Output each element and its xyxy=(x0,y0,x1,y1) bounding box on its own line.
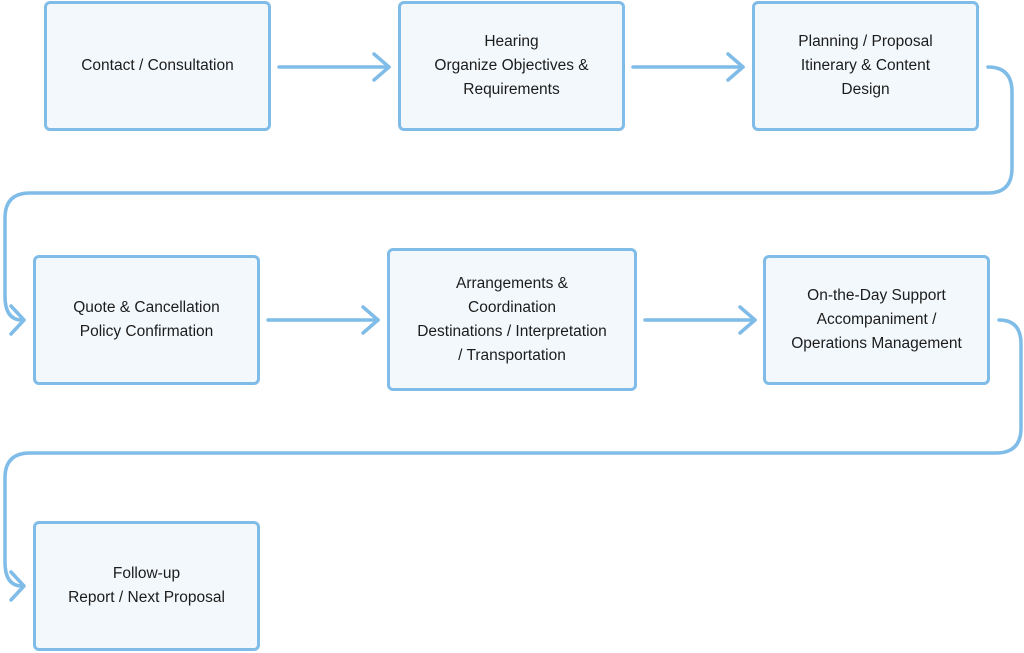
step-quote-cancellation: Quote & Cancellation Policy Confirmation xyxy=(33,255,260,385)
step-label-line: Quote & Cancellation xyxy=(73,299,220,316)
wrap-arrow-6-to-7 xyxy=(3,318,1023,602)
arrow-2-to-3 xyxy=(631,52,745,82)
step-label-line: Destinations / Interpretation xyxy=(417,322,607,340)
step-label-line: Organize Objectives & xyxy=(434,57,589,74)
step-follow-up: Follow-up Report / Next Proposal xyxy=(33,521,260,651)
step-label-line: Itinerary & Content xyxy=(800,57,931,74)
wrap-arrow-3-to-4 xyxy=(3,65,1014,336)
step-label-line: Policy Confirmation xyxy=(79,323,214,340)
arrow-5-to-6 xyxy=(643,305,757,335)
step-label-line: Design xyxy=(841,81,890,98)
step-label-line: Contact / Consultation xyxy=(81,57,234,74)
step-label-line: Planning / Proposal xyxy=(798,33,933,50)
step-label-line: Requirements xyxy=(463,81,560,98)
step-label-line: / Transportation xyxy=(458,346,566,364)
step-label-line: Operations Management xyxy=(791,335,962,352)
step-label-line: Follow-up xyxy=(112,565,181,582)
step-label-line: Report / Next Proposal xyxy=(68,589,225,606)
step-label-line: Accompaniment / xyxy=(816,311,937,328)
step-label-line: On-the-Day Support xyxy=(807,287,946,304)
step-on-the-day-support: On-the-Day Support Accompaniment / Opera… xyxy=(763,255,990,385)
arrow-4-to-5 xyxy=(266,305,380,335)
arrow-1-to-2 xyxy=(277,52,391,82)
step-contact-consultation: Contact / Consultation xyxy=(44,1,271,131)
step-arrangements-coordination: Arrangements & Coordination Destinations… xyxy=(387,248,637,391)
step-label-line: Arrangements & xyxy=(456,274,568,292)
step-label-line: Coordination xyxy=(468,298,556,316)
step-hearing: Hearing Organize Objectives & Requiremen… xyxy=(398,1,625,131)
step-planning-proposal: Planning / Proposal Itinerary & Content … xyxy=(752,1,979,131)
step-label-line: Hearing xyxy=(484,33,539,50)
